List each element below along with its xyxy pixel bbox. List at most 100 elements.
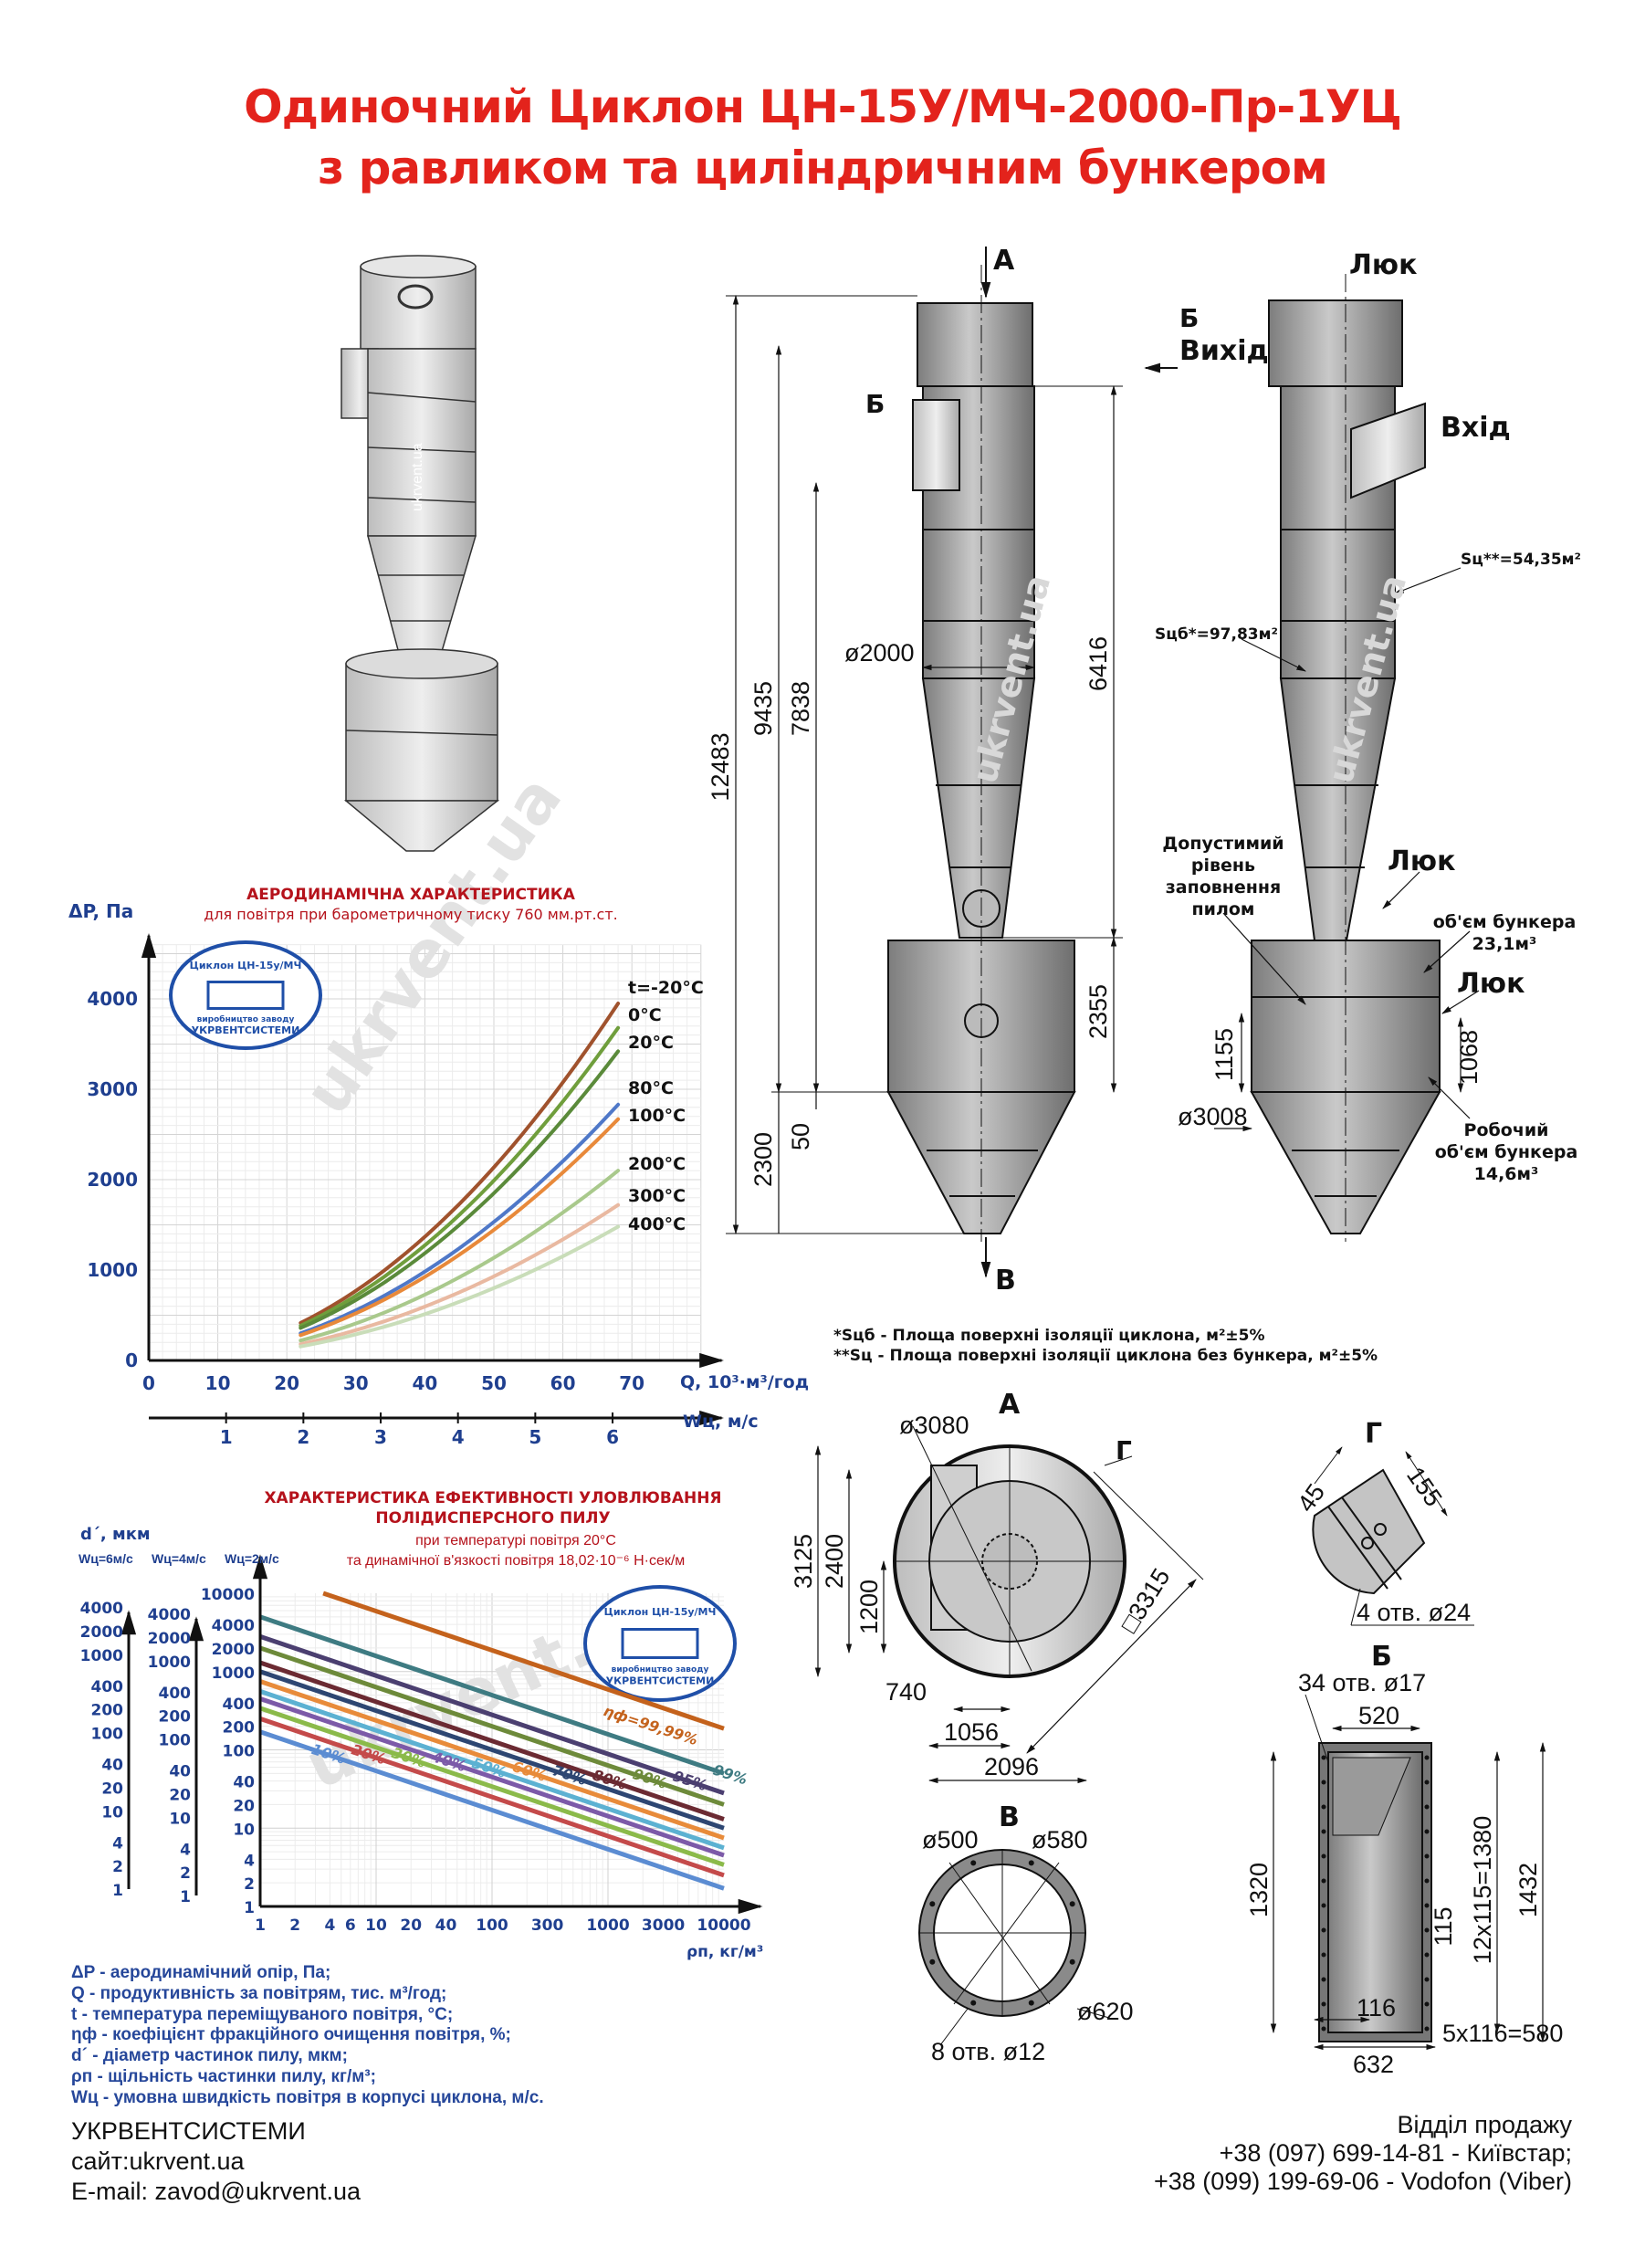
- efficiency-chart-subtitle: та динамічної в'язкості повітря 18,02·10…: [347, 1553, 686, 1569]
- phone-kyivstar[interactable]: +38 (097) 699-14-81 - Київстар;: [1219, 2139, 1572, 2167]
- detail-g-drawing: [1312, 1446, 1474, 1626]
- curve-label: 300°C: [628, 1186, 686, 1206]
- y-tick-label: 10: [233, 1821, 255, 1839]
- y-tick-label: 4: [180, 1841, 191, 1859]
- surface-area-cyclone: Sц**=54,35м²: [1461, 551, 1581, 569]
- y-tick-label: 100: [159, 1732, 192, 1750]
- detail-g-title: Г: [1365, 1418, 1382, 1450]
- view-v-labels: В ø500 ø580 ø620 8 отв. ø12: [922, 1801, 1134, 2065]
- hole-icon: [1028, 1860, 1034, 1866]
- y-tick-label: 200: [223, 1719, 256, 1738]
- dim-1432: 1432: [1514, 1863, 1542, 1917]
- efficiency-line-label: 99%: [711, 1761, 749, 1789]
- view-a-marker: А: [993, 245, 1015, 277]
- curve-20C: [299, 1049, 621, 1330]
- axis-label-w4: Wц=4м/с: [152, 1551, 206, 1566]
- x-tick-label: 20: [274, 1372, 299, 1394]
- y-tick-label: 10: [101, 1803, 123, 1822]
- x2-tick-label: 2: [297, 1426, 309, 1448]
- hole-icon: [1321, 2026, 1326, 2032]
- stamp-text: виробництво заводу: [612, 1664, 709, 1675]
- stamp-outline: [169, 940, 322, 1050]
- working-volume-value: 14,6м³: [1474, 1164, 1539, 1184]
- efficiency-line: [259, 1645, 725, 1807]
- hole-icon: [1424, 1878, 1430, 1884]
- page-title: Одиночний Циклон ЦН-15У/МЧ-2000-Пр-1УЦ: [244, 80, 1402, 133]
- x-tick-label: 40: [435, 1916, 457, 1935]
- phone-vodafone[interactable]: +38 (099) 199-69-06 - Vodofon (Viber): [1153, 2168, 1572, 2195]
- efficiency-line: [259, 1669, 725, 1831]
- y-tick-label: 100: [91, 1726, 124, 1744]
- curve-200C: [299, 1169, 621, 1343]
- hole-icon: [1424, 2026, 1430, 2032]
- y-tick-label: 10000: [201, 1586, 255, 1604]
- company-contacts: УКРВЕНТСИСТЕМИ сайт:ukrvent.ua E-mail: z…: [71, 2116, 361, 2207]
- hatch-low-label: Люк: [1457, 968, 1525, 1000]
- curve-label: 80°C: [628, 1078, 674, 1098]
- dim-2355: 2355: [1084, 984, 1112, 1039]
- curve-label: 200°C: [628, 1154, 686, 1174]
- surface-area-with-bunker: Sцб*=97,83м²: [1155, 625, 1278, 644]
- dim-520: 520: [1358, 1702, 1399, 1729]
- hole-icon: [1069, 1958, 1075, 1965]
- y-tick-label: 2000: [80, 1623, 123, 1642]
- curve-0C: [299, 1025, 621, 1328]
- dim-2300: 2300: [749, 1132, 777, 1187]
- hole-icon: [1424, 1780, 1430, 1785]
- legend-item: Wц - умовна швидкість повітря в корпусі …: [71, 2087, 544, 2107]
- front-view-labels: А В Б 12483 9435 7838 6416 2355 2300 50 …: [707, 245, 1112, 1297]
- y-tick-label: 200: [91, 1702, 124, 1720]
- dim-6416: 6416: [1084, 636, 1112, 691]
- y-tick-label: 2: [180, 1864, 191, 1883]
- hole-icon: [1321, 1829, 1326, 1834]
- stamp-text: УКРВЕНТСИСТЕМИ: [192, 1024, 300, 1036]
- y-tick-label: 4000: [148, 1606, 191, 1624]
- efficiency-y-axis-label: d´, мкм: [80, 1525, 151, 1544]
- x-tick-label: 3000: [642, 1916, 685, 1935]
- hole-icon: [1321, 1927, 1326, 1933]
- x-tick-label: 6: [345, 1916, 356, 1935]
- fill-level-label: рівень: [1191, 856, 1255, 876]
- side-view-labels: Люк Б Вихід Вхід Sц**=54,35м² Sцб*=97,83…: [1155, 249, 1581, 1184]
- email-link[interactable]: E-mail: zavod@ukrvent.ua: [71, 2178, 361, 2205]
- y-tick-label: 4: [244, 1852, 255, 1870]
- cyclone-icon: [206, 981, 285, 1010]
- hole-icon: [1069, 1901, 1075, 1907]
- watermark: ukrvent.ua: [410, 443, 425, 511]
- dim-1056: 1056: [944, 1718, 999, 1746]
- view-a-drawing: [814, 1425, 1204, 1784]
- dim-9435: 9435: [749, 681, 777, 736]
- flange-holes: [1321, 1755, 1430, 2032]
- dim-diameter-620: ø620: [1077, 1998, 1134, 2025]
- hole-icon: [1424, 2001, 1430, 2007]
- hole-icon: [1321, 1755, 1326, 1760]
- hole-icon: [1424, 1952, 1430, 1958]
- detail-g-marker: Г: [1116, 1435, 1132, 1465]
- view-v-drawing: [918, 1849, 1110, 2046]
- legend-item: d´ - діаметр частинок пилу, мкм;: [71, 2046, 348, 2066]
- website-link[interactable]: сайт:ukrvent.ua: [71, 2147, 245, 2175]
- aero-chart-subtitle: для повітря при барометричному тиску 760…: [204, 906, 618, 923]
- hole-icon: [1424, 1903, 1430, 1908]
- efficiency-chart-title: ПОЛІДИСПЕРСНОГО ПИЛУ: [375, 1509, 610, 1528]
- x-tick-label: 60: [550, 1372, 576, 1394]
- y-tick-label: 400: [159, 1685, 192, 1703]
- dim-50: 50: [787, 1123, 814, 1150]
- hole-icon: [1321, 2001, 1326, 2007]
- hole-icon: [1424, 1853, 1430, 1859]
- hole-icon: [970, 2000, 977, 2006]
- efficiency-line: [259, 1688, 725, 1851]
- holes-24: 4 отв. ø24: [1357, 1599, 1471, 1626]
- outlet-label: Вихід: [1179, 335, 1269, 367]
- dim-632: 632: [1353, 2051, 1394, 2078]
- x-tick-label: 10: [205, 1372, 231, 1394]
- curve-400C: [299, 1224, 621, 1349]
- x-tick-label: 70: [619, 1372, 644, 1394]
- sales-contacts: Відділ продажу +38 (097) 699-14-81 - Киї…: [1154, 2111, 1572, 2196]
- y-tick-label: 2000: [148, 1630, 191, 1648]
- legend-item: ρп - щільність частинки пилу, кг/м³;: [71, 2066, 376, 2086]
- aero-chart-title: АЕРОДИНАМІЧНА ХАРАКТЕРИСТИКА: [246, 886, 576, 904]
- y-tick-label: 40: [169, 1763, 191, 1781]
